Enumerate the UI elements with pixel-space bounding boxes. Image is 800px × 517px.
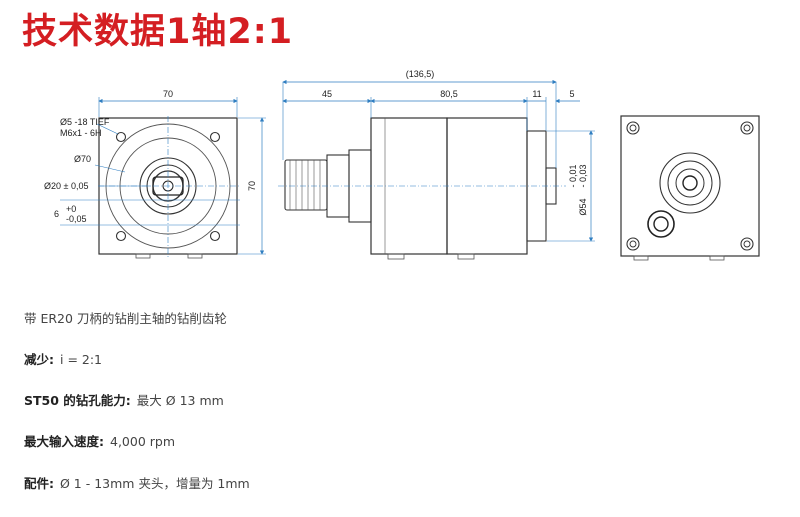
dim-5: 5 xyxy=(569,89,574,99)
drill-label: ST50 的钻孔能力: xyxy=(24,393,131,408)
spec-speed: 最大输入速度: 4,000 rpm xyxy=(24,431,175,450)
dim-d70: Ø70 xyxy=(74,154,91,164)
spec-accessories: 配件: Ø 1 - 13mm 夹头，增量为 1mm xyxy=(24,473,250,492)
spec-reduction: 减少: i = 2:1 xyxy=(24,349,102,368)
dim-overall-length: (136,5) xyxy=(406,69,435,79)
accessories-label: 配件: xyxy=(24,476,54,491)
mounting-hole xyxy=(209,230,221,242)
dim-45: 45 xyxy=(322,89,332,99)
rear-view xyxy=(620,115,760,261)
hole-note-depth: Ø5 -18 TIEF xyxy=(60,117,110,127)
dim-11: 11 xyxy=(532,89,541,99)
rear-housing xyxy=(620,115,760,257)
dim-tol-lower: - 0,03 xyxy=(578,164,588,187)
drive-shaft xyxy=(647,210,675,238)
dim-slot-tol-minus: -0,05 xyxy=(66,214,87,224)
description-text: 带 ER20 刀柄的钻削主轴的钻削齿轮 xyxy=(24,311,227,326)
dim-d20: Ø20 ± 0,05 xyxy=(44,181,88,191)
speed-label: 最大输入速度: xyxy=(24,434,104,449)
technical-drawing: 70 70 Ø5 -18 TIEF M6x1 - 6H Ø70 Ø20 ± 0,… xyxy=(44,69,760,261)
dim-slot-6: 6 xyxy=(54,209,59,219)
dim-80-5: 80,5 xyxy=(440,89,458,99)
dim-diameter-54: Ø54 xyxy=(578,198,588,215)
reduction-value: i = 2:1 xyxy=(60,352,103,367)
side-view: (136,5) 45 80,5 11 5 Ø54 - 0,01 - 0,03 xyxy=(278,69,595,260)
dim-slot-tol-plus: +0 xyxy=(66,204,76,214)
dim-front-height: 70 xyxy=(247,181,257,191)
drill-value: 最大 Ø 13 mm xyxy=(136,393,224,408)
dim-front-width: 70 xyxy=(163,89,173,99)
dim-tol-upper: - 0,01 xyxy=(568,164,578,187)
reduction-label: 减少: xyxy=(24,352,54,367)
spec-description: 带 ER20 刀柄的钻削主轴的钻削齿轮 xyxy=(24,308,227,327)
drive-gear xyxy=(659,152,721,214)
speed-value: 4,000 rpm xyxy=(110,434,176,449)
mounting-hole xyxy=(209,131,221,143)
mounting-hole xyxy=(115,230,127,242)
page-title: 技术数据1轴2:1 xyxy=(22,12,294,52)
mounting-hole xyxy=(115,131,127,143)
hole-note-thread: M6x1 - 6H xyxy=(60,128,102,138)
accessories-value: Ø 1 - 13mm 夹头，增量为 1mm xyxy=(60,476,250,491)
front-view: 70 70 Ø5 -18 TIEF M6x1 - 6H Ø70 Ø20 ± 0,… xyxy=(44,89,266,259)
collet xyxy=(284,159,328,211)
spec-drilling: ST50 的钻孔能力: 最大 Ø 13 mm xyxy=(24,390,224,409)
